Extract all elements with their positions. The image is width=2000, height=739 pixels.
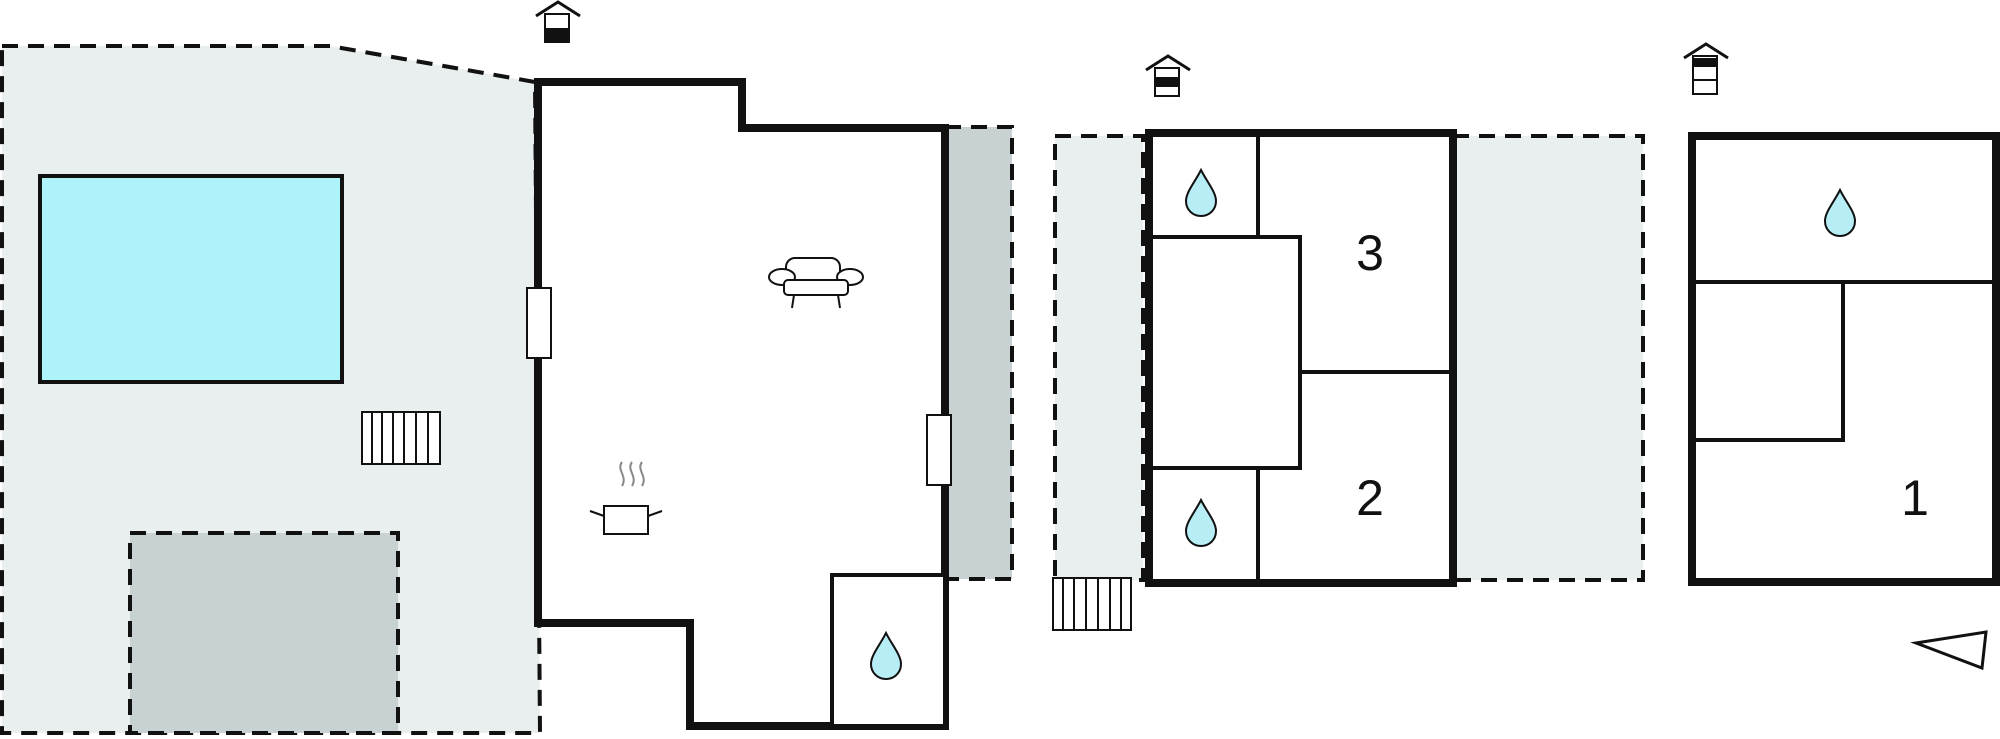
covered-strip: [943, 125, 1014, 581]
stairs-icon: [1052, 577, 1132, 631]
swimming-pool: [38, 174, 344, 384]
room-label-bedroom-2: 2: [1356, 470, 1384, 526]
window-icon: [526, 287, 552, 359]
covered-area: [128, 531, 400, 735]
room-label-bedroom-3: 3: [1356, 225, 1384, 281]
ground-floor: [0, 0, 1014, 735]
cooking-pot-icon: [589, 461, 663, 535]
upper-floor: 3 2: [1052, 54, 1645, 631]
house-ground-floor-icon: [535, 0, 581, 43]
top-floor-walls: [1692, 280, 1996, 442]
north-arrow-icon: [1910, 630, 1988, 671]
upper-floor-walls: [1149, 133, 1453, 583]
house-top-floor-icon: [1683, 42, 1729, 95]
balcony-left: [1053, 134, 1145, 582]
stairs-icon: [361, 411, 441, 465]
sofa-icon: [768, 257, 864, 309]
window-icon: [926, 414, 952, 486]
house-upper-floor-icon: [1145, 54, 1191, 97]
balcony-right: [1451, 134, 1645, 582]
top-floor: 1: [1683, 42, 2000, 671]
room-label-bedroom-1: 1: [1901, 470, 1929, 526]
